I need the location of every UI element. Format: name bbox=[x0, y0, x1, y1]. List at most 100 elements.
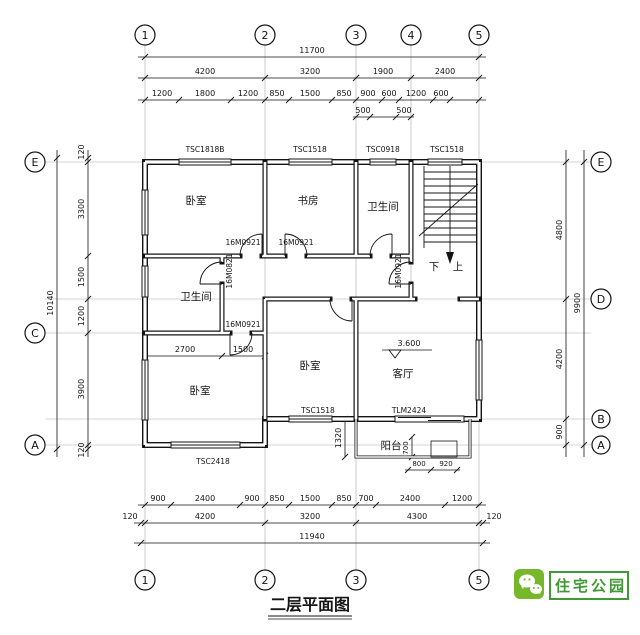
window-tsc1518-b bbox=[288, 415, 333, 423]
door-bedroom-tl bbox=[239, 233, 263, 257]
dim-top-minor-4: 850 bbox=[269, 89, 284, 98]
window-tsc0918 bbox=[369, 158, 397, 166]
door-bedroom-bl bbox=[229, 332, 253, 356]
room-label-study: 书房 bbox=[298, 194, 319, 207]
window-left-1 bbox=[141, 189, 149, 236]
axis-top-3: 3 bbox=[353, 29, 360, 42]
dim-top-sub-1: 500 bbox=[355, 106, 370, 115]
tag-door-3: 16M0821 bbox=[225, 253, 234, 288]
room-label-bath-left: 卫生间 bbox=[180, 290, 212, 303]
tag-win-top-1: TSC1818B bbox=[185, 145, 225, 154]
room-label-bedroom-bl: 卧室 bbox=[190, 384, 211, 397]
dim-balcony-700: 700 bbox=[402, 441, 410, 454]
door-stair-hall bbox=[388, 261, 412, 285]
tag-door-4: 16M0921 bbox=[394, 253, 403, 288]
window-tsc1518-stair bbox=[427, 158, 463, 166]
dim-top-minor-8: 600 bbox=[381, 89, 396, 98]
watermark-brand: 住宅公园 bbox=[555, 577, 627, 595]
dim-left-seg-1: 120 bbox=[77, 144, 86, 159]
watermark-box bbox=[549, 571, 629, 600]
level-marker bbox=[382, 349, 432, 359]
dim-top-minor-6: 850 bbox=[336, 89, 351, 98]
balcony-planter bbox=[430, 440, 458, 458]
dim-right-seg-3: 900 bbox=[555, 424, 564, 439]
axis-bubbles bbox=[24, 24, 612, 591]
dim-left-seg-4: 1200 bbox=[77, 306, 86, 326]
windows bbox=[141, 158, 483, 449]
dim-bottom-major-5: 120 bbox=[486, 512, 501, 521]
dim-bottom-minor-9: 1200 bbox=[452, 494, 472, 503]
dim-bottom-major-4: 4300 bbox=[407, 512, 427, 521]
dim-right-seg-2: 4200 bbox=[555, 349, 564, 369]
dim-top-minor-2: 1800 bbox=[195, 89, 215, 98]
axis-right-b: B bbox=[597, 413, 605, 426]
tag-door-2: 16M0921 bbox=[278, 238, 313, 247]
room-label-bedroom-tl: 卧室 bbox=[186, 194, 207, 207]
dim-top-minor-3: 1200 bbox=[238, 89, 258, 98]
level-value: 3.600 bbox=[398, 339, 421, 348]
dim-top-minor-7: 900 bbox=[360, 89, 375, 98]
axis-bottom-1: 1 bbox=[142, 574, 149, 587]
axis-top-4: 4 bbox=[408, 29, 415, 42]
dim-bottom-major-3: 3200 bbox=[300, 512, 320, 521]
window-tsc1518-top bbox=[288, 158, 333, 166]
dim-top-minor-9: 1200 bbox=[406, 89, 426, 98]
dim-right-seg-1: 4800 bbox=[555, 220, 564, 240]
dim-balcony-800: 800 bbox=[412, 460, 425, 468]
dim-balcony-1320: 1320 bbox=[334, 428, 343, 448]
door-bath-left bbox=[199, 261, 223, 285]
door-bath-top bbox=[369, 233, 393, 257]
window-left-3 bbox=[141, 359, 149, 421]
watermark: 住宅公园 bbox=[514, 569, 629, 600]
axis-bottom-3: 3 bbox=[353, 574, 360, 587]
dim-bottom-minor-6: 850 bbox=[336, 494, 351, 503]
dim-top-major-2: 3200 bbox=[300, 67, 320, 76]
room-label-bedroom-mid: 卧室 bbox=[300, 359, 321, 372]
dim-right-total: 9900 bbox=[573, 293, 582, 313]
tag-win-b: TSC1518 bbox=[300, 406, 335, 415]
axis-left-e: E bbox=[32, 156, 39, 169]
stair-label-up: 上 bbox=[453, 261, 464, 273]
dim-bottom-minor-4: 850 bbox=[269, 494, 284, 503]
axis-right-d: D bbox=[597, 293, 605, 306]
dim-bottom-minor-1: 900 bbox=[150, 494, 165, 503]
walls bbox=[142, 159, 482, 448]
tag-win-top-4: TSC1518 bbox=[429, 145, 464, 154]
dim-bottom-major-1: 120 bbox=[122, 512, 137, 521]
tag-door-1: 16M0921 bbox=[225, 238, 260, 247]
dim-top-major-3: 1900 bbox=[373, 67, 393, 76]
axis-right-e: E bbox=[598, 156, 605, 169]
dim-left-seg-5: 3900 bbox=[77, 379, 86, 399]
window-tsc1818b bbox=[178, 158, 232, 166]
stair-arrow bbox=[446, 252, 454, 264]
window-left-2 bbox=[141, 265, 149, 298]
tag-door-5: 16M0921 bbox=[225, 320, 260, 329]
dim-top-total: 11700 bbox=[299, 46, 324, 55]
dim-top-minor-1: 1200 bbox=[152, 89, 172, 98]
tag-win-a: TSC2418 bbox=[195, 457, 230, 466]
axis-right-a: A bbox=[597, 439, 605, 452]
dim-balcony-920: 920 bbox=[439, 460, 452, 468]
dimension-lines bbox=[53, 53, 588, 547]
room-label-bath-top: 卫生间 bbox=[367, 200, 399, 213]
window-right-1 bbox=[475, 339, 483, 401]
axis-grid-lines bbox=[45, 45, 591, 570]
dim-bottom-major-2: 4200 bbox=[195, 512, 215, 521]
dim-top-major-4: 2400 bbox=[435, 67, 455, 76]
dim-left-seg-3: 1500 bbox=[77, 267, 86, 287]
room-label-living: 客厅 bbox=[393, 367, 414, 380]
dim-bottom-minor-7: 700 bbox=[358, 494, 373, 503]
dim-top-minor-10: 600 bbox=[433, 89, 448, 98]
drawing-title: 二层平面图 bbox=[270, 595, 350, 614]
dim-room-1500: 1500 bbox=[233, 345, 253, 354]
axis-left-a: A bbox=[31, 439, 39, 452]
dim-bottom-minor-3: 900 bbox=[244, 494, 259, 503]
sliding-door-tlm2424 bbox=[394, 415, 465, 423]
axis-bottom-5: 5 bbox=[476, 574, 483, 587]
dim-bottom-minor-8: 2400 bbox=[400, 494, 420, 503]
axis-top-5: 5 bbox=[476, 29, 483, 42]
dim-top-sub-2: 500 bbox=[396, 106, 411, 115]
door-bedroom-mid bbox=[329, 298, 353, 322]
